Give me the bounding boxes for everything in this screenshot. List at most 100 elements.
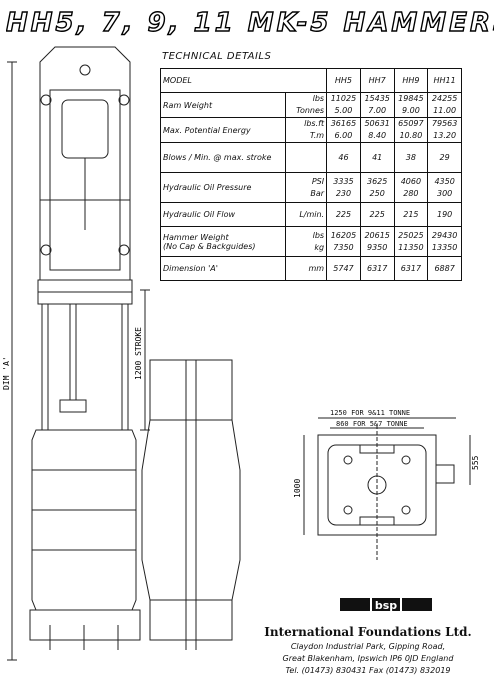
value-text: 9.00: [401, 106, 420, 115]
value-text: 50631: [364, 119, 390, 128]
value-cell: 46: [326, 142, 361, 173]
unit-text: lbs: [312, 94, 325, 103]
hammer-valve-block: [61, 99, 109, 159]
logo-text: bsp: [375, 599, 397, 612]
value-text: 11.00: [433, 106, 457, 115]
hammer-ram-body: [31, 429, 137, 611]
table-row: Dimension 'A' mm 5747 6317 6317 6887: [159, 256, 462, 281]
value-cell: 65097 10.80: [393, 117, 429, 143]
value-text: 4060: [400, 176, 422, 186]
value-text: 6317: [400, 263, 422, 273]
hammer-cylinder: [49, 89, 121, 271]
value-cell: 29430 13350: [427, 226, 462, 257]
row-units: L/min.: [285, 202, 328, 227]
row-label: Hydraulic Oil Pressure: [159, 172, 287, 203]
row-label-text: Hammer Weight: [163, 232, 229, 242]
plan-width-label-2: 860 FOR 5&7 TONNE: [336, 420, 408, 428]
company-address-3: Tel. (01473) 830431 Fax (01473) 832019: [285, 666, 451, 675]
value-text: 15435: [364, 94, 390, 103]
value-text: 6887: [434, 263, 455, 273]
row-units: PSI Bar: [285, 172, 328, 203]
value-text: 6317: [366, 263, 388, 273]
model-header: MODEL: [159, 68, 328, 93]
row-label-text: Max. Potential Energy: [163, 125, 251, 135]
row-units: [285, 142, 328, 173]
value-cell: 215: [393, 202, 429, 227]
row-label-text-2: (No Cap & Backguides): [163, 241, 256, 251]
value-text: 79563: [431, 119, 458, 128]
row-units: mm: [285, 256, 328, 281]
value-text: 38: [405, 152, 416, 162]
dim-a-label: DIM 'A': [2, 356, 11, 390]
value-cell: 6317: [359, 256, 395, 281]
value-text: 5747: [333, 263, 354, 273]
row-label-text: Dimension 'A': [163, 264, 218, 273]
value-text: 29430: [431, 230, 458, 240]
unit-text: T.m: [309, 131, 325, 140]
value-text: 215: [403, 209, 419, 219]
model-col-hh11: HH11: [427, 68, 462, 93]
value-text: 8.40: [368, 131, 387, 140]
value-text: 6.00: [334, 131, 353, 140]
value-text: 225: [369, 209, 385, 219]
table-row: Blows / Min. @ max. stroke 46 41 38 29: [159, 142, 462, 173]
value-cell: 29: [427, 142, 462, 173]
value-cell: 19845 9.00: [393, 92, 429, 118]
company-name: International Foundations Ltd.: [264, 625, 472, 639]
value-text: 3625: [366, 176, 388, 186]
value-text: 11350: [398, 242, 424, 252]
model-col-hh9: HH9: [393, 68, 429, 93]
value-text: 250: [369, 188, 385, 198]
stroke-label: 1200 STROKE: [134, 327, 143, 380]
model-col-hh5: HH5: [326, 68, 361, 93]
value-text: 29: [439, 152, 450, 162]
value-text: 41: [372, 152, 383, 162]
unit-text: lbs.ft: [304, 119, 325, 128]
value-text: 20615: [364, 230, 390, 240]
value-text: 25025: [398, 230, 424, 240]
value-text: 4350: [434, 176, 455, 186]
company-address-1: Claydon Industrial Park, Gipping Road,: [290, 642, 446, 651]
row-label-text: Hydraulic Oil Flow: [163, 210, 236, 219]
row-label-text: Ram Weight: [163, 100, 213, 110]
value-text: 7.00: [368, 106, 387, 115]
value-text: 36165: [330, 119, 357, 128]
row-label-text: Blows / Min. @ max. stroke: [163, 153, 272, 162]
value-cell: 6887: [427, 256, 462, 281]
value-text: 225: [335, 209, 352, 219]
value-text: 3335: [333, 176, 354, 186]
value-text: 190: [436, 209, 453, 219]
value-text: 10.80: [399, 131, 423, 140]
hammer-front-body: [141, 419, 241, 601]
bsp-logo: bsp: [340, 598, 432, 612]
value-text: 11025: [330, 94, 357, 103]
unit-text: Tonnes: [296, 106, 325, 115]
value-text: 13350: [431, 242, 458, 252]
table-header-row: MODEL HH5 HH7 HH9 HH11: [159, 68, 462, 93]
row-label: Dimension 'A': [159, 256, 287, 281]
value-text: 46: [338, 152, 349, 162]
value-text: 65097: [398, 119, 424, 128]
value-cell: 3625 250: [359, 172, 395, 203]
value-text: 19845: [398, 94, 424, 103]
unit-text: kg: [314, 242, 325, 252]
value-text: 230: [335, 188, 352, 198]
hammer-front-upper: [149, 359, 233, 421]
plan-offset-label: 555: [471, 455, 480, 470]
value-text: 5.00: [334, 106, 353, 115]
plan-width-label-1: 1250 FOR 9&11 TONNE: [330, 409, 411, 417]
unit-text: Bar: [310, 188, 325, 198]
value-text: 7350: [333, 242, 354, 252]
hammer-base: [29, 609, 141, 641]
unit-text: PSI: [311, 176, 325, 186]
hammer-front-base: [149, 599, 233, 641]
plan-view-connector: [435, 464, 455, 484]
value-text: 300: [436, 188, 453, 198]
row-label-text: Hydraulic Oil Pressure: [163, 183, 252, 192]
